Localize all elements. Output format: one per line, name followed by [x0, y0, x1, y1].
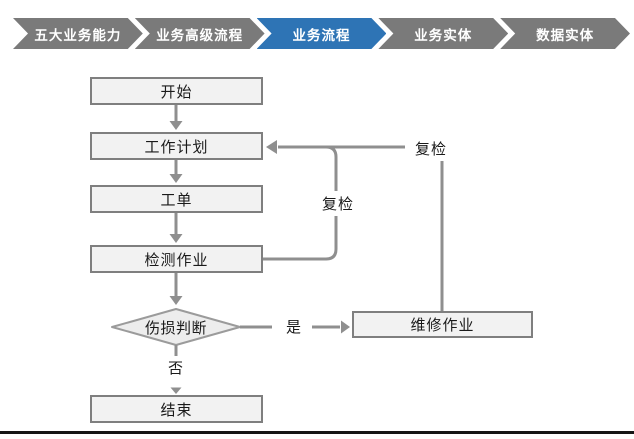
- breadcrumb-label: 数据实体: [536, 27, 595, 43]
- breadcrumb-step-business-process[interactable]: 业务流程: [257, 18, 387, 49]
- node-label: 伤损判断: [144, 319, 207, 337]
- node-label: 结束: [160, 401, 193, 419]
- edge-label-no: 否: [157, 356, 195, 378]
- node-label: 维修作业: [410, 317, 475, 334]
- edge-label-recheck-outer: 复检: [405, 135, 457, 161]
- node-work-plan: 工作计划: [90, 132, 263, 160]
- arrowhead-right-icon: [341, 320, 350, 334]
- node-label: 检测作业: [144, 251, 209, 269]
- node-end: 结束: [90, 395, 263, 423]
- node-label: 工作计划: [144, 138, 209, 156]
- arrowhead-down-small-icon: [170, 387, 182, 394]
- breadcrumb-step-five-capabilities[interactable]: 五大业务能力: [13, 18, 143, 49]
- breadcrumb-label: 业务高级流程: [156, 27, 244, 43]
- arrowhead-down-icon: [169, 234, 183, 243]
- slide-bottom-border: [0, 431, 634, 434]
- arrowhead-left-icon: [266, 140, 277, 154]
- arrowhead-down-icon: [169, 296, 183, 305]
- node-label: 开始: [160, 83, 193, 101]
- breadcrumb-step-business-entity[interactable]: 业务实体: [378, 18, 508, 49]
- edge-label-recheck-inner: 复检: [314, 191, 362, 216]
- edge-recheck-outer: [278, 145, 444, 311]
- node-label: 工单: [160, 191, 193, 209]
- breadcrumb-step-high-level-process[interactable]: 业务高级流程: [135, 18, 265, 49]
- breadcrumb-step-data-entity[interactable]: 数据实体: [500, 18, 630, 49]
- node-repair: 维修作业: [352, 311, 533, 338]
- node-work-order: 工单: [90, 185, 263, 213]
- node-inspection: 检测作业: [90, 245, 263, 273]
- node-start: 开始: [90, 77, 263, 105]
- breadcrumb-label: 五大业务能力: [34, 27, 122, 43]
- breadcrumb-label: 业务实体: [414, 27, 473, 43]
- node-damage-decision: 伤损判断: [112, 309, 240, 345]
- arrowhead-down-icon: [169, 174, 183, 183]
- arrowhead-down-icon: [169, 121, 183, 130]
- breadcrumb: 五大业务能力 业务高级流程 业务流程 业务实体 数据实体: [13, 18, 630, 49]
- edge-label-yes: 是: [279, 315, 309, 337]
- breadcrumb-label: 业务流程: [292, 27, 351, 43]
